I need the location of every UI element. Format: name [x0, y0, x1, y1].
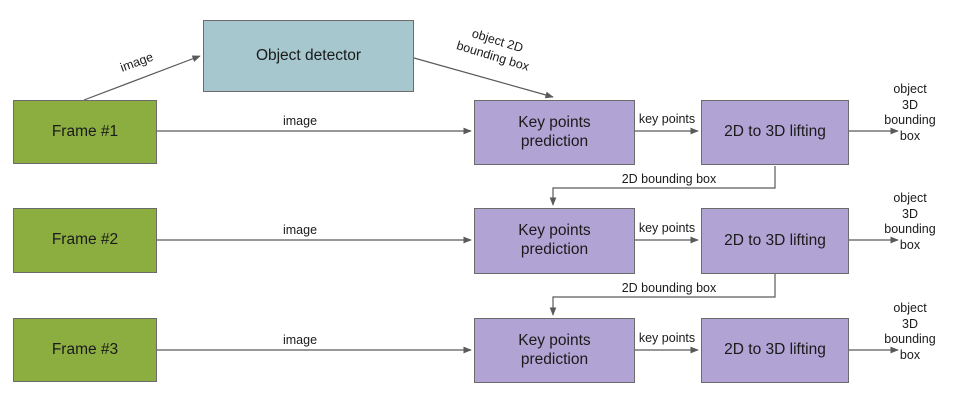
edge-label-image-row-1: image — [282, 114, 318, 129]
node-keypoints-prediction-3[interactable]: Key points prediction — [474, 318, 635, 383]
edge-label-key-points-3: key points — [638, 331, 696, 346]
node-frame-3[interactable]: Frame #3 — [13, 318, 157, 382]
node-keypoints-prediction-1[interactable]: Key points prediction — [474, 100, 635, 165]
node-object-detector[interactable]: Object detector — [203, 20, 414, 92]
edge-label-output-3: object 3D bounding box — [884, 300, 936, 362]
edge-label-key-points-2: key points — [638, 221, 696, 236]
node-keypoints-prediction-2[interactable]: Key points prediction — [474, 208, 635, 274]
edge-label-output-2: object 3D bounding box — [884, 190, 936, 252]
node-2d-to-3d-lifting-1[interactable]: 2D to 3D lifting — [701, 100, 849, 165]
node-frame-1[interactable]: Frame #1 — [13, 100, 157, 164]
edge-label-feedback-2: 2D bounding box — [621, 281, 717, 296]
node-2d-to-3d-lifting-3[interactable]: 2D to 3D lifting — [701, 318, 849, 383]
node-frame-2[interactable]: Frame #2 — [13, 208, 157, 273]
edge-label-key-points-1: key points — [638, 112, 696, 127]
node-2d-to-3d-lifting-2[interactable]: 2D to 3D lifting — [701, 208, 849, 274]
edge-detector-to-keypoints1 — [413, 57, 554, 99]
edge-label-output-1: object 3D bounding box — [884, 81, 936, 143]
edge-label-image-row-3: image — [282, 333, 318, 348]
edge-label-feedback-1: 2D bounding box — [621, 172, 717, 187]
edge-label-object-2d-bounding-box: object 2D bounding box — [455, 26, 531, 74]
edge-label-image-to-detector: image — [118, 49, 156, 75]
edge-label-image-row-2: image — [282, 223, 318, 238]
